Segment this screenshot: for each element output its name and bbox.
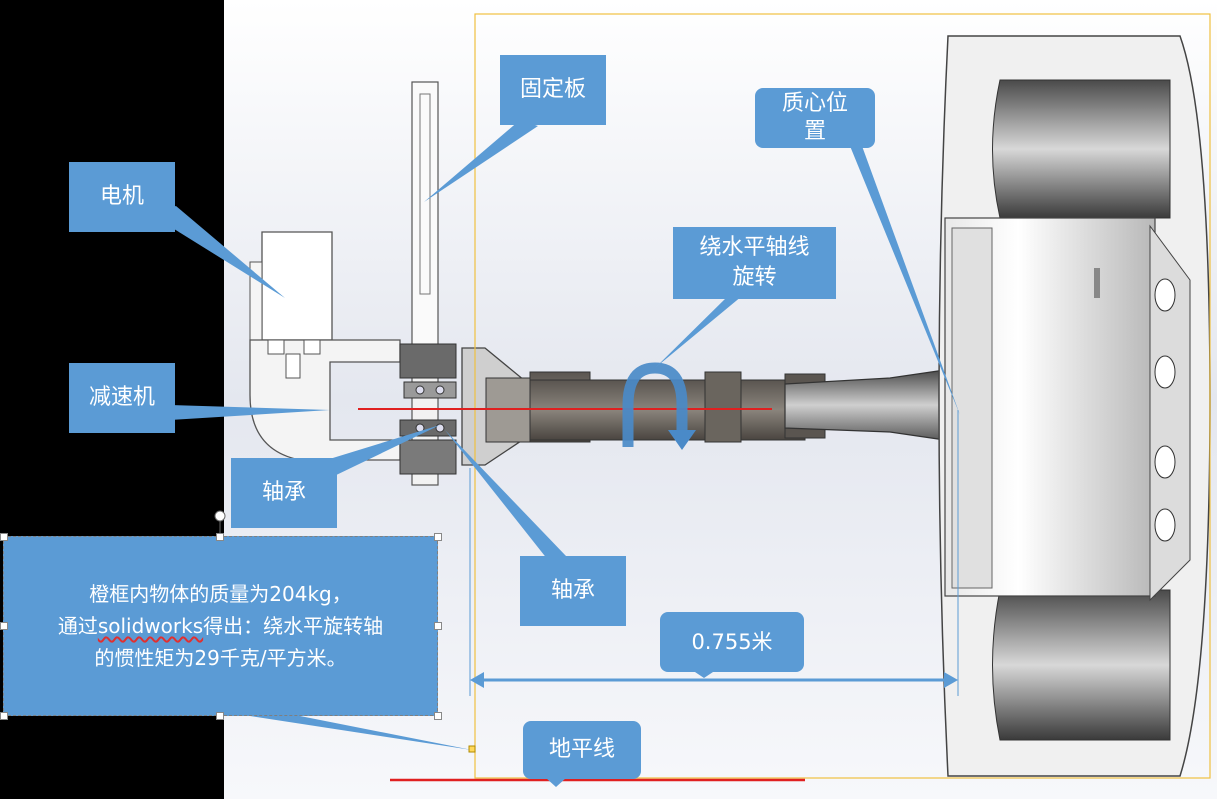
label-mounting-plate: 固定板 bbox=[519, 77, 586, 103]
label-centroid-line2: 置 bbox=[803, 119, 826, 144]
label-motor: 电机 bbox=[99, 184, 144, 210]
resize-handle-bl[interactable] bbox=[0, 712, 8, 720]
label-reducer: 减速机 bbox=[88, 385, 155, 411]
callout-centroid: 质心位 置 bbox=[755, 88, 875, 148]
resize-handle-tr[interactable] bbox=[434, 533, 442, 541]
resize-handle-br[interactable] bbox=[434, 712, 442, 720]
mass-highlight-frame bbox=[474, 13, 1211, 779]
callout-rotation: 绕水平轴线 旋转 bbox=[673, 227, 836, 299]
resize-handle-tl[interactable] bbox=[0, 533, 8, 541]
resize-handle-bm[interactable] bbox=[216, 712, 224, 720]
label-centroid-line1: 质心位 bbox=[781, 91, 848, 116]
label-bearing-right: 轴承 bbox=[550, 578, 595, 604]
label-rotation-line2: 旋转 bbox=[732, 265, 777, 290]
note-line1: 橙框内物体的质量为204kg， bbox=[89, 582, 352, 606]
motor-reducer-housing bbox=[249, 231, 401, 461]
wheel bbox=[938, 35, 1211, 777]
callout-bearing-right: 轴承 bbox=[520, 556, 626, 626]
callout-reducer: 减速机 bbox=[69, 363, 175, 433]
callout-pointers bbox=[150, 120, 960, 787]
label-rotation-line1: 绕水平轴线 bbox=[699, 235, 810, 260]
note-line3: 的惯性矩为29千克/平方米。 bbox=[94, 646, 347, 670]
callout-bearing-left: 轴承 bbox=[231, 458, 337, 528]
note-line2-prefix: 通过 bbox=[57, 614, 98, 638]
callout-mounting-plate: 固定板 bbox=[500, 55, 606, 125]
selection-handles bbox=[214, 510, 476, 753]
bearing-assembly bbox=[399, 343, 457, 475]
label-distance: 0.755米 bbox=[691, 629, 773, 654]
label-bearing-left: 轴承 bbox=[261, 480, 306, 506]
label-horizon: 地平线 bbox=[548, 737, 615, 763]
callout-motor: 电机 bbox=[69, 162, 175, 232]
note-software-name: solidworks bbox=[97, 614, 204, 638]
resize-handle-mr[interactable] bbox=[434, 622, 442, 630]
resize-handle-tm[interactable] bbox=[216, 533, 224, 541]
shaft-tube bbox=[485, 371, 826, 443]
callout-distance: 0.755米 bbox=[660, 612, 804, 672]
note-textbox[interactable]: 橙框内物体的质量为204kg， 通过solidworks得出：绕水平旋转轴 的惯… bbox=[3, 536, 438, 716]
note-line2-suffix: 得出：绕水平旋转轴 bbox=[203, 614, 384, 638]
dimension-arrow bbox=[470, 672, 958, 688]
callout-horizon: 地平线 bbox=[523, 721, 641, 779]
note-line2: 通过solidworks得出：绕水平旋转轴 bbox=[58, 610, 383, 642]
resize-handle-ml[interactable] bbox=[0, 622, 8, 630]
